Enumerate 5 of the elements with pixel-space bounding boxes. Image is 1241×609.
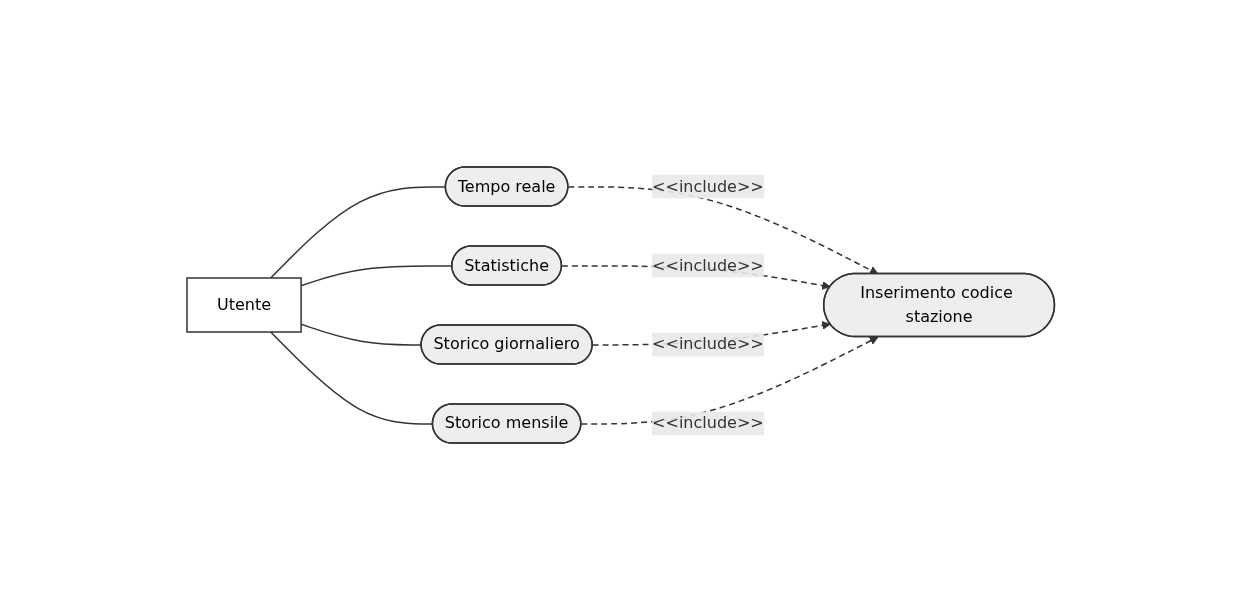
edge-label: <<include>> <box>651 176 764 195</box>
node-box: Utente <box>186 276 302 333</box>
edge-label: <<include>> <box>651 334 764 353</box>
edge-label: <<include>> <box>651 255 764 274</box>
edge-label: <<include>> <box>651 413 764 432</box>
